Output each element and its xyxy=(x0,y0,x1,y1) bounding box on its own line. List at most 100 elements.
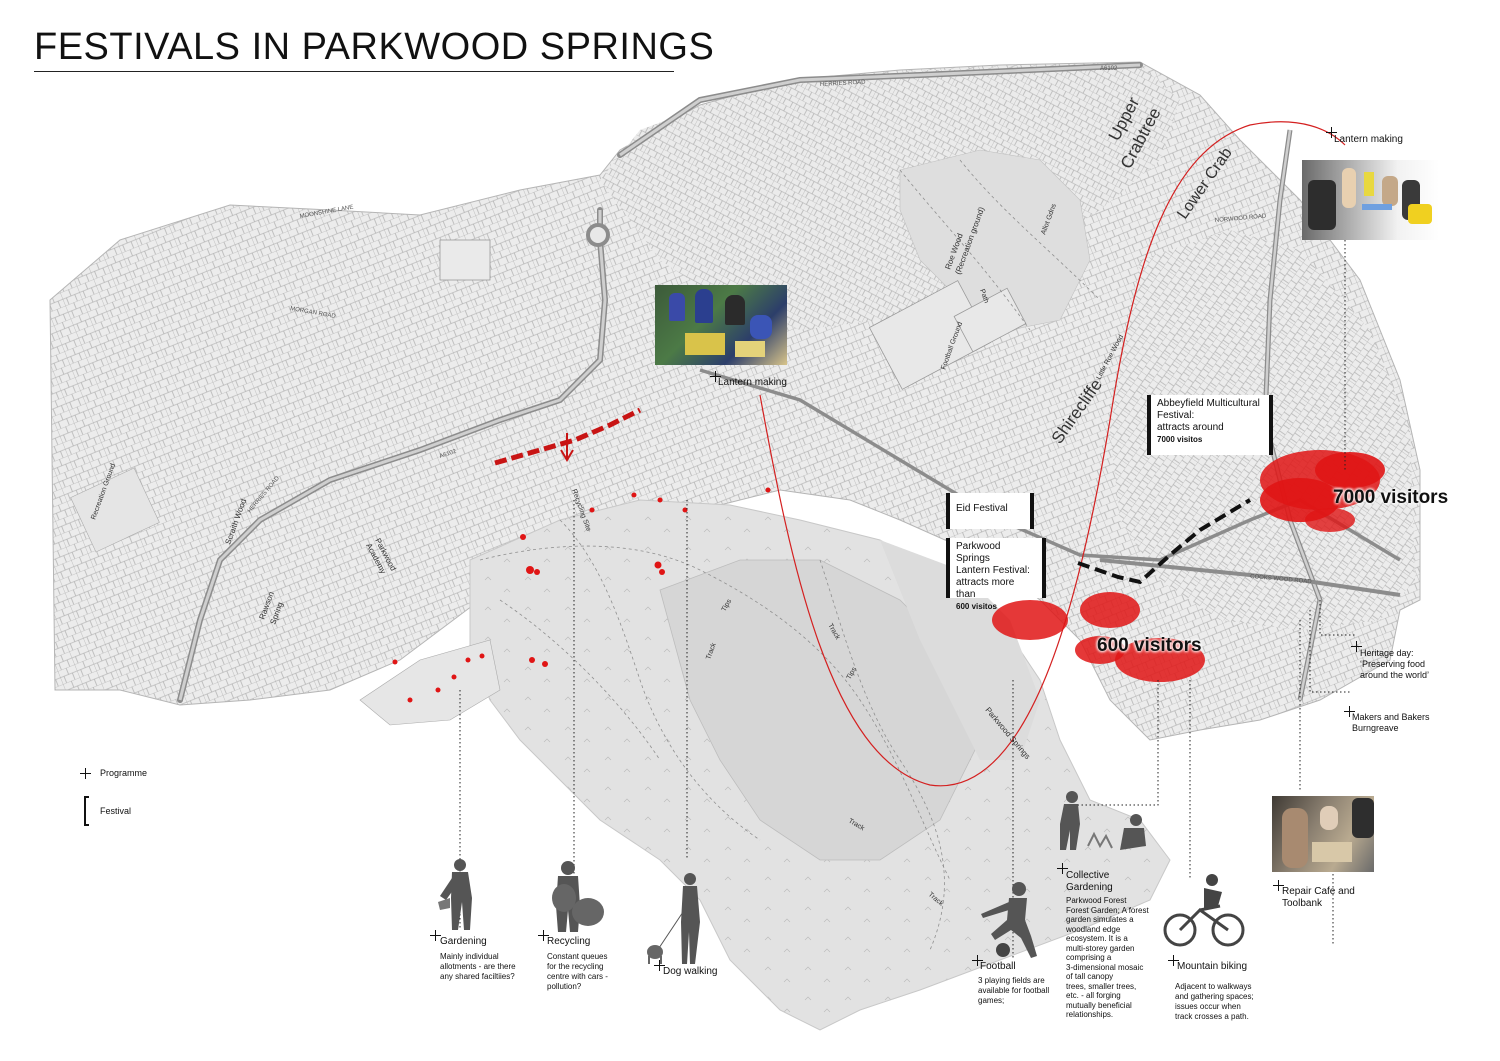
footpath xyxy=(559,519,761,841)
footpath xyxy=(499,599,661,761)
abbeyfield-line3: attracts around xyxy=(1157,422,1224,433)
desc-line: garden simulates a xyxy=(1066,915,1134,924)
lantern-route-curve xyxy=(759,121,1346,787)
legend-festival-label: Festival xyxy=(100,806,132,816)
makers-bakers-label: Makers and Bakers Burngreave xyxy=(1352,712,1430,734)
abbeyfield-line1: Abbeyfield Multicultural xyxy=(1157,398,1260,409)
football-silhouette-icon xyxy=(981,882,1037,958)
heritage-line1: Heritage day: xyxy=(1360,648,1414,658)
programme-plus-icon xyxy=(710,371,721,382)
field xyxy=(439,239,491,281)
collective-gardening-silhouette-icon xyxy=(1060,791,1146,850)
gardening-silhouette-icon xyxy=(438,859,472,930)
abbeyfield-festival-box: Abbeyfield Multicultural Festival: attra… xyxy=(1147,395,1273,455)
desc-line: woodland edge xyxy=(1066,924,1121,934)
collective-gardening-desc: Parkwood Forest Forest Garden; A forest … xyxy=(1066,896,1149,1020)
desc-line: of tall canopy xyxy=(1066,972,1114,981)
desc-line: comprising a xyxy=(1066,953,1112,962)
recreation-ground xyxy=(70,467,160,553)
sports-pitch xyxy=(953,287,1027,353)
a6102-label: A6102 xyxy=(439,449,458,460)
programme-plus-icon xyxy=(1326,127,1337,138)
herries-road-label: HERRIES ROAD xyxy=(820,80,867,88)
collective-gardening-title: Collective Gardening xyxy=(1066,870,1113,894)
lantern-festival-line2: Lantern Festival: xyxy=(956,565,1030,576)
programme-plus-icon xyxy=(1168,955,1179,966)
desc-line: pollution? xyxy=(547,982,582,991)
desc-line: any shared faciltiies? xyxy=(440,972,515,981)
desc-line: multi-storey garden xyxy=(1066,943,1135,953)
footpath xyxy=(819,559,945,951)
roundabout xyxy=(586,223,610,247)
legend-programme-icon xyxy=(80,768,91,779)
programme-plus-icon xyxy=(654,960,665,971)
desc-line: etc. - all forging xyxy=(1066,991,1121,1000)
programme-plus-icon xyxy=(1057,863,1068,874)
page-title: FESTIVALS IN PARKWOOD SPRINGS xyxy=(34,26,715,68)
legend-festival-icon xyxy=(84,796,89,826)
leader-makers-v xyxy=(1309,610,1350,693)
dog-walking-silhouette-icon xyxy=(647,873,700,964)
desc-line: 3-dimensional mosaic xyxy=(1066,962,1144,972)
programme-plus-icon xyxy=(972,955,983,966)
programme-plus-icon xyxy=(538,930,549,941)
desc-line: trees, smaller trees, xyxy=(1066,981,1137,991)
mountain-biking-title: Mountain biking xyxy=(1177,961,1248,972)
recycling-title: Recycling xyxy=(547,936,591,947)
lantern-festival-line1: Parkwood Springs xyxy=(956,541,1001,564)
path-label: Path xyxy=(978,288,990,304)
desc-line: Mainly individual xyxy=(440,952,499,961)
abbeyfield-line4: 7000 visitos xyxy=(1157,435,1203,444)
red-arrow xyxy=(560,433,574,462)
programme-plus-icon xyxy=(1351,641,1362,652)
desc-line: Constant queues xyxy=(547,952,608,961)
lantern-workshop-photo xyxy=(655,285,787,365)
repair-cafe-title: Repair Cafe and Toolbank xyxy=(1282,886,1355,910)
programme-plus-icon xyxy=(1344,706,1355,717)
dog-walking-title: Dog walking xyxy=(663,966,718,977)
title-line: Gardening xyxy=(1066,882,1113,893)
desc-line: Adjacent to walkways xyxy=(1175,982,1252,991)
heritage-line3: around the world’ xyxy=(1360,670,1430,680)
lantern-making-top-label: Lantern making xyxy=(1334,134,1403,145)
repair-cafe-photo xyxy=(1272,796,1374,872)
programme-plus-icon xyxy=(430,930,441,941)
parkwood-ridge xyxy=(880,540,1040,760)
desc-line: available for football xyxy=(978,986,1050,995)
desc-line: track crosses a path. xyxy=(1175,1012,1249,1021)
a6102-road-inner xyxy=(178,210,607,701)
crowd-cluster-7000 xyxy=(1260,450,1385,532)
visitors-600-label: 600 visitors xyxy=(1097,635,1202,656)
title-underline xyxy=(34,71,674,72)
lantern-festival-box: Parkwood Springs Lantern Festival: attra… xyxy=(946,538,1046,611)
footpath xyxy=(479,545,951,881)
heritage-line2: ‘Preserving food xyxy=(1360,659,1426,669)
mountain-biking-silhouette-icon xyxy=(1163,874,1245,947)
eid-festival-box: Eid Festival xyxy=(946,493,1034,529)
eid-line1: Eid Festival xyxy=(956,503,1008,514)
desc-line: 3 playing fields are xyxy=(978,976,1045,985)
lantern-making-mid-label: Lantern making xyxy=(718,377,787,388)
desc-line: relationships. xyxy=(1066,1010,1114,1019)
desc-line: Parkwood Forest xyxy=(1066,896,1127,905)
allotment-area xyxy=(359,639,501,726)
lantern-making-photo xyxy=(1302,160,1439,240)
mountain-biking-desc: Adjacent to walkways and gathering space… xyxy=(1175,982,1254,1022)
leader-collective xyxy=(1070,680,1159,806)
recycling-silhouette-icon xyxy=(552,861,604,932)
makers-line2: Burngreave xyxy=(1352,723,1399,733)
recycling-desc: Constant queues for the recycling centre… xyxy=(547,952,608,992)
football-title: Football xyxy=(980,961,1016,972)
makers-line1: Makers and Bakers xyxy=(1352,712,1430,722)
a6102-label-north: A6102 xyxy=(1100,66,1118,72)
heritage-day-label: Heritage day: ‘Preserving food around th… xyxy=(1360,648,1429,681)
programme-plus-icon xyxy=(1273,880,1284,891)
desc-line: games; xyxy=(978,996,1005,1005)
lantern-festival-line4: 600 visitos xyxy=(956,602,997,611)
legend-programme-label: Programme xyxy=(100,768,148,778)
title-line: Repair Cafe and xyxy=(1282,886,1355,897)
herries-road-inner xyxy=(619,63,1141,157)
desc-line: ecosystem. It is a xyxy=(1066,934,1128,943)
title-line: Toolbank xyxy=(1282,898,1323,909)
